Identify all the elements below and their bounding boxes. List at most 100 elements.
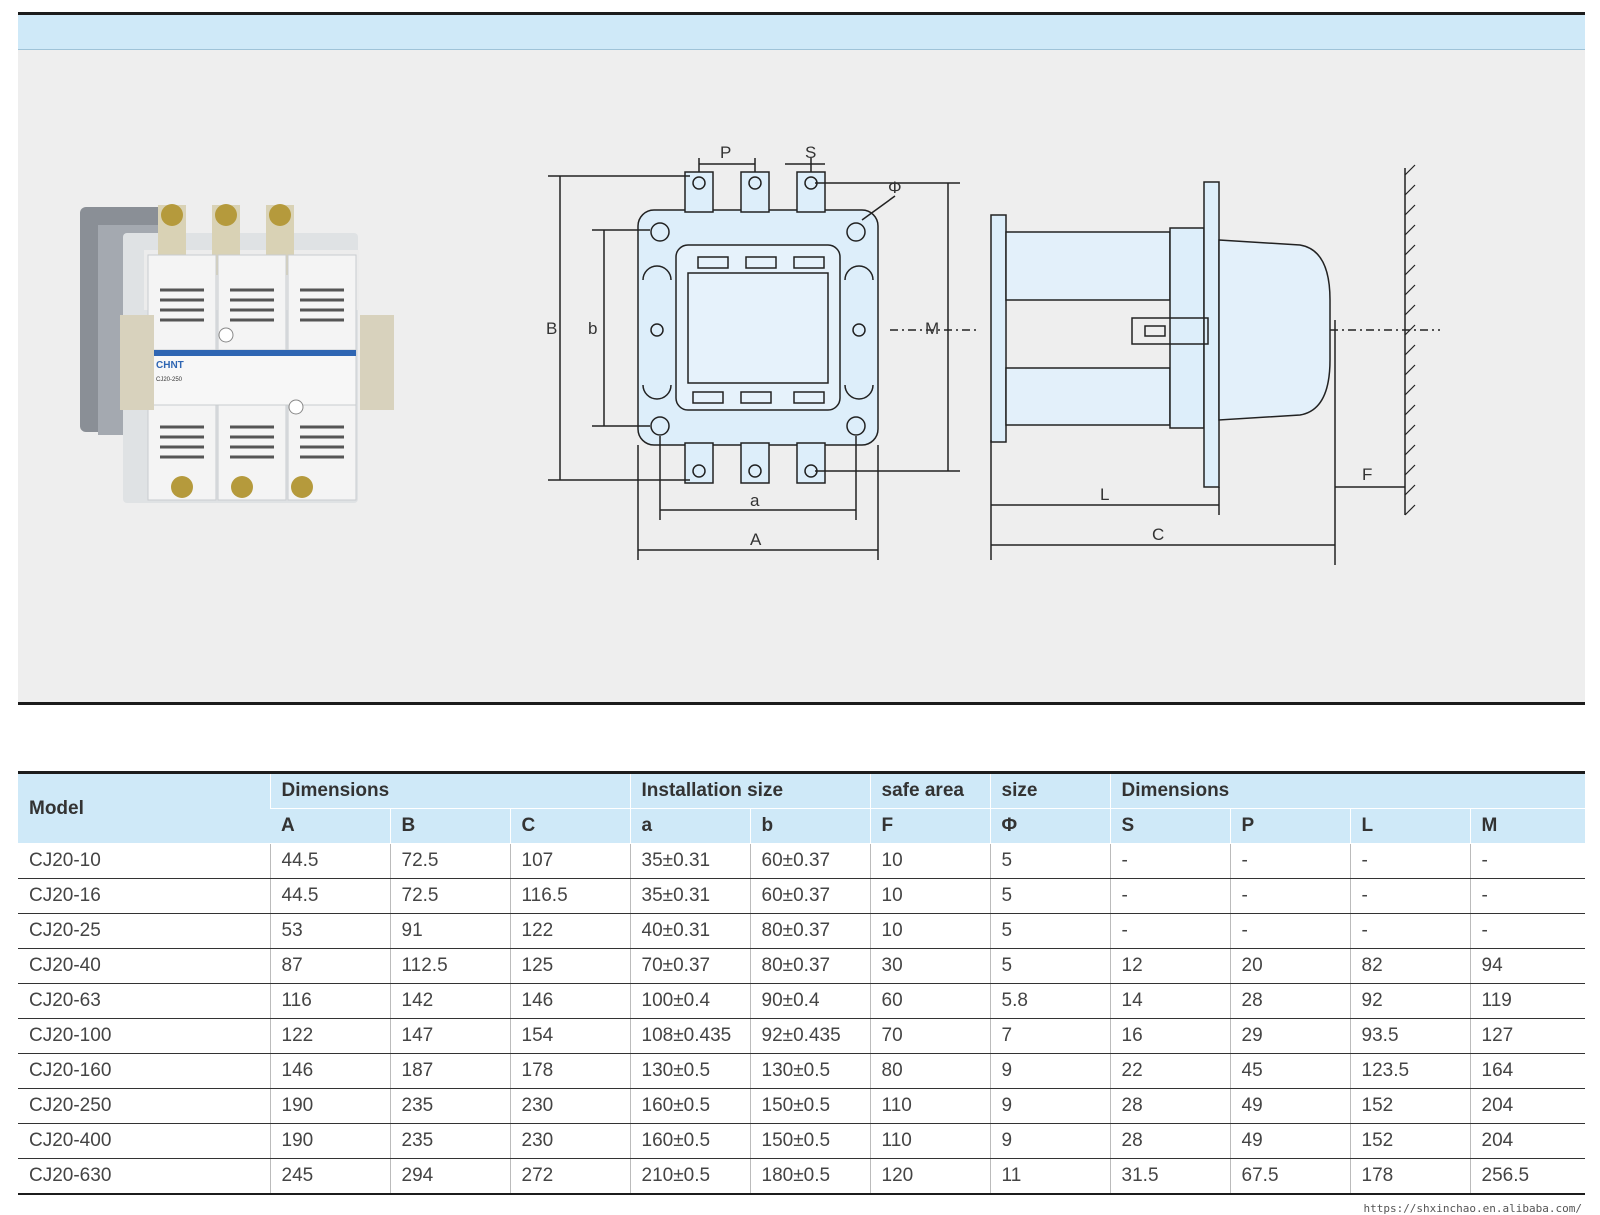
table-cell: 152 — [1349, 1123, 1471, 1159]
table-cell: 11 — [989, 1158, 1111, 1194]
product-brand-label: CHNT — [156, 360, 184, 371]
table-cell: 10 — [869, 913, 991, 949]
column-header-9: L — [1349, 808, 1471, 844]
table-cell: 122 — [509, 913, 631, 949]
table-cell: - — [1109, 878, 1231, 914]
table-cell: - — [1229, 878, 1351, 914]
panel-bottom-rule — [18, 702, 1585, 705]
model-cell: CJ20-40 — [18, 948, 270, 984]
dim-label-S: S — [805, 143, 816, 162]
table-cell: 5 — [989, 878, 1111, 914]
table-cell: 31.5 — [1109, 1158, 1231, 1194]
column-header-6: Φ — [989, 808, 1111, 844]
table-cell: 125 — [509, 948, 631, 984]
table-cell: - — [1349, 878, 1471, 914]
column-header-8: P — [1229, 808, 1351, 844]
table-cell: 16 — [1109, 1018, 1231, 1054]
table-cell: 146 — [509, 983, 631, 1019]
table-cell: 35±0.31 — [629, 843, 751, 879]
table-cell: 130±0.5 — [749, 1053, 871, 1089]
table-cell: 14 — [1109, 983, 1231, 1019]
column-header-5: F — [869, 808, 991, 844]
table-cell: - — [1229, 913, 1351, 949]
table-cell: - — [1229, 843, 1351, 879]
table-cell: 60±0.37 — [749, 843, 871, 879]
table-cell: 60±0.37 — [749, 878, 871, 914]
dim-label-phi: Φ — [888, 178, 902, 197]
column-header-0: A — [270, 808, 390, 844]
table-cell: 160±0.5 — [629, 1088, 751, 1124]
table-cell: 230 — [509, 1088, 631, 1124]
table-cell: 210±0.5 — [629, 1158, 751, 1194]
table-cell: 180±0.5 — [749, 1158, 871, 1194]
table-cell: 116.5 — [509, 878, 631, 914]
table-cell: 235 — [389, 1123, 510, 1159]
table-cell: 70 — [869, 1018, 991, 1054]
dim-label-b: b — [588, 319, 597, 338]
table-cell: - — [1109, 843, 1231, 879]
table-cell: 67.5 — [1229, 1158, 1351, 1194]
dim-label-L: L — [1100, 485, 1109, 504]
header-group-3: safe area — [869, 772, 991, 809]
table-cell: 190 — [269, 1123, 390, 1159]
column-header-1: B — [389, 808, 510, 844]
model-cell: CJ20-25 — [18, 913, 270, 949]
table-cell: 272 — [509, 1158, 631, 1194]
column-header-4: b — [749, 808, 871, 844]
table-cell: 28 — [1109, 1123, 1231, 1159]
table-cell: 235 — [389, 1088, 510, 1124]
table-cell: 7 — [989, 1018, 1111, 1054]
column-header-10: M — [1469, 808, 1586, 844]
table-cell: 112.5 — [389, 948, 510, 984]
table-cell: 108±0.435 — [629, 1018, 751, 1054]
table-cell: 70±0.37 — [629, 948, 751, 984]
table-cell: 142 — [389, 983, 510, 1019]
table-cell: 94 — [1469, 948, 1586, 984]
table-cell: 245 — [269, 1158, 390, 1194]
table-cell: 10 — [869, 878, 991, 914]
product-model-label: CJ20-250 — [156, 377, 183, 383]
table-cell: 12 — [1109, 948, 1231, 984]
table-cell: 110 — [869, 1088, 991, 1124]
table-cell: 60 — [869, 983, 991, 1019]
table-cell: 28 — [1229, 983, 1351, 1019]
table-cell: 9 — [989, 1088, 1111, 1124]
table-cell: 256.5 — [1469, 1158, 1586, 1194]
table-cell: 5.8 — [989, 983, 1111, 1019]
table-cell: 190 — [269, 1088, 390, 1124]
table-cell: 22 — [1109, 1053, 1231, 1089]
table-cell: 150±0.5 — [749, 1088, 871, 1124]
table-cell: - — [1349, 843, 1471, 879]
contactor-product-image: CHNT CJ20-250 — [80, 204, 394, 503]
table-cell: 119 — [1469, 983, 1586, 1019]
table-cell: 178 — [509, 1053, 631, 1089]
table-cell: 82 — [1349, 948, 1471, 984]
column-header-7: S — [1109, 808, 1231, 844]
table-cell: 80±0.37 — [749, 913, 871, 949]
model-cell: CJ20-10 — [18, 843, 270, 879]
model-cell: CJ20-100 — [18, 1018, 270, 1054]
table-cell: 93.5 — [1349, 1018, 1471, 1054]
dim-label-P: P — [720, 143, 731, 162]
table-cell: 122 — [269, 1018, 390, 1054]
dim-label-F: F — [1362, 465, 1372, 484]
header-group-0: Model — [18, 772, 270, 844]
table-cell: 10 — [869, 843, 991, 879]
table-cell: 9 — [989, 1123, 1111, 1159]
table-cell: 53 — [269, 913, 390, 949]
table-cell: 5 — [989, 948, 1111, 984]
table-cell: 80±0.37 — [749, 948, 871, 984]
dim-label-M: M — [925, 319, 939, 338]
table-cell: 5 — [989, 913, 1111, 949]
table-cell: 120 — [869, 1158, 991, 1194]
table-cell: 160±0.5 — [629, 1123, 751, 1159]
